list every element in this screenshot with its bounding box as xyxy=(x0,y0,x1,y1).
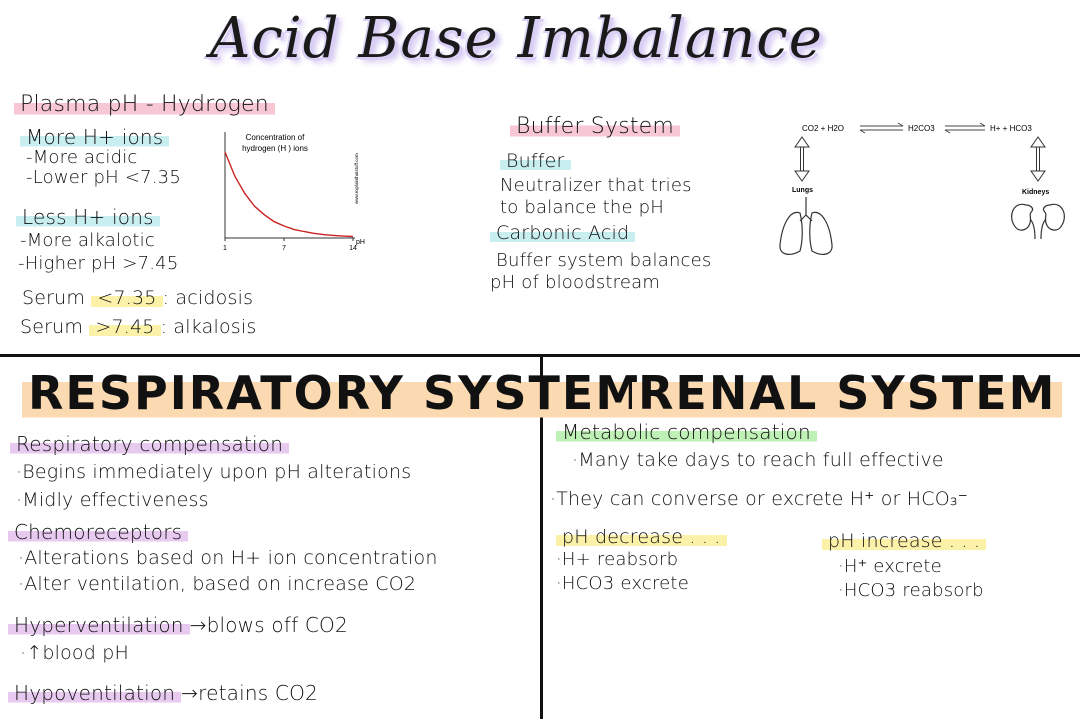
chart-title-line-2: hydrogen (H ) ions xyxy=(242,144,308,153)
more-acidic-text: -More acidic xyxy=(26,147,138,168)
chart-x-label: pH xyxy=(356,239,365,246)
chart-x-tick-label: 14 xyxy=(349,245,357,252)
hypoventilation-line: Hypoventilation→retains CO2 xyxy=(8,681,318,705)
lungs-icon xyxy=(779,197,833,255)
lungs-label: Lungs xyxy=(792,187,813,194)
carbonic-desc-2: pH of bloodstream xyxy=(490,272,661,293)
metabolic-label: Metabolic compensation xyxy=(556,420,817,444)
kidneys-icon xyxy=(1011,203,1065,240)
renal-heading: RENAL SYSTEM xyxy=(632,366,1063,420)
ph-decrease-label: pH decrease . . . xyxy=(556,526,727,548)
hypoventilation-desc: →retains CO2 xyxy=(181,681,318,705)
plasma-heading: Plasma pH - Hydrogen xyxy=(14,92,275,117)
kidneys-double-arrow xyxy=(1030,136,1046,182)
respiratory-heading: RESPIRATORY SYSTEM xyxy=(22,366,650,420)
carbonic-label: Carbonic Acid xyxy=(490,222,636,244)
chemoreceptors-text: Chemoreceptors xyxy=(8,520,189,544)
buffer-label-text: Buffer xyxy=(500,150,571,172)
carbonic-label-text: Carbonic Acid xyxy=(490,222,636,244)
buffer-heading-text: Buffer System xyxy=(510,114,681,139)
chart-series-line xyxy=(224,151,354,238)
equilibrium-arrow-1 xyxy=(859,122,904,134)
higher-ph-text: -Higher pH >7.45 xyxy=(18,253,179,274)
buffer-heading: Buffer System xyxy=(510,114,681,139)
serum-acidosis-line: Serum <7.35: acidosis xyxy=(22,287,253,309)
equilibrium-arrow-2 xyxy=(944,122,986,134)
chart-watermark: www.explainthatstuff.com xyxy=(354,153,359,204)
chemo-item-1: ·Alterations based on H+ ion concentrati… xyxy=(18,547,438,569)
metabolic-item-1: ·Many take days to reach full effective xyxy=(572,449,944,471)
buffer-label: Buffer xyxy=(500,150,571,172)
serum-low-prefix: Serum xyxy=(22,287,92,309)
title-banner: Acid Base Imbalance xyxy=(0,0,1080,90)
chart-title-line-1: Concentration of xyxy=(246,133,305,142)
lungs-double-arrow xyxy=(794,136,810,182)
carbonic-desc-1: Buffer system balances xyxy=(496,250,712,271)
ph-increase-label: pH increase . . . xyxy=(822,530,987,552)
buffer-equation-diagram: CO2 + H2O H2CO3 H+ + HCO3 Lungs Kidneys xyxy=(779,122,1065,255)
equation-right: H+ + HCO3 xyxy=(990,124,1032,133)
hypoventilation-label: Hypoventilation xyxy=(8,681,182,705)
more-alkalotic-text: -More alkalotic xyxy=(20,230,155,251)
hyperventilation-desc: →blows off CO2 xyxy=(189,613,348,637)
more-h-label: More H+ ions xyxy=(20,125,170,149)
serum-low-suffix: : acidosis xyxy=(162,287,254,309)
hyperventilation-label: Hyperventilation xyxy=(8,613,190,637)
ph-decrease-text: pH decrease . . . xyxy=(556,526,727,548)
more-h-text: More H+ ions xyxy=(20,125,170,149)
vertical-divider xyxy=(540,356,543,719)
equation-left: CO2 + H2O xyxy=(802,124,844,133)
lower-ph-text: -Lower pH <7.35 xyxy=(26,167,181,188)
less-h-label: Less H+ ions xyxy=(16,205,160,229)
hyper-item-1: ·↑blood pH xyxy=(20,642,129,664)
chemo-item-2: ·Alter ventilation, based on increase CO… xyxy=(18,573,417,595)
increase-item-1: ·H⁺ excrete xyxy=(838,556,942,577)
resp-comp-text: Respiratory compensation xyxy=(10,432,290,456)
buffer-desc-2: to balance the pH xyxy=(500,197,665,218)
serum-low-value: <7.35 xyxy=(91,287,163,309)
horizontal-divider xyxy=(0,354,1080,357)
chart-x-tick-label: 7 xyxy=(282,245,286,252)
decrease-item-1: ·H+ reabsorb xyxy=(556,549,679,570)
respiratory-heading-text: RESPIRATORY SYSTEM xyxy=(22,366,650,420)
plasma-heading-text: Plasma pH - Hydrogen xyxy=(14,92,275,117)
kidneys-label: Kidneys xyxy=(1022,189,1049,196)
serum-high-value: >7.45 xyxy=(89,316,161,338)
renal-heading-text: RENAL SYSTEM xyxy=(632,366,1063,420)
chemoreceptors-label: Chemoreceptors xyxy=(8,520,189,544)
buffer-desc-1: Neutralizer that tries xyxy=(500,175,692,196)
chart-x-tick-label: 1 xyxy=(223,245,227,252)
page-title: Acid Base Imbalance xyxy=(210,6,823,71)
decrease-item-2: ·HCO3 excrete xyxy=(556,573,689,594)
metabolic-item-2: ·They can converse or excrete H⁺ or HCO₃… xyxy=(550,488,968,510)
metabolic-text: Metabolic compensation xyxy=(556,420,817,444)
equation-middle: H2CO3 xyxy=(908,124,935,133)
serum-alkalosis-line: Serum >7.45: alkalosis xyxy=(20,316,256,338)
resp-comp-item-1: ·Begins immediately upon pH alterations xyxy=(16,461,412,483)
resp-comp-item-2: ·Midly effectiveness xyxy=(16,489,209,511)
hyperventilation-line: Hyperventilation→blows off CO2 xyxy=(8,613,348,637)
serum-high-prefix: Serum xyxy=(20,316,90,338)
hydrogen-concentration-chart: Concentration of hydrogen (H ) ions www.… xyxy=(223,132,365,252)
less-h-text: Less H+ ions xyxy=(16,205,160,229)
resp-comp-label: Respiratory compensation xyxy=(10,432,290,456)
ph-increase-text: pH increase . . . xyxy=(822,530,987,552)
increase-item-2: ·HCO3 reabsorb xyxy=(838,580,984,601)
serum-high-suffix: : alkalosis xyxy=(160,316,257,338)
